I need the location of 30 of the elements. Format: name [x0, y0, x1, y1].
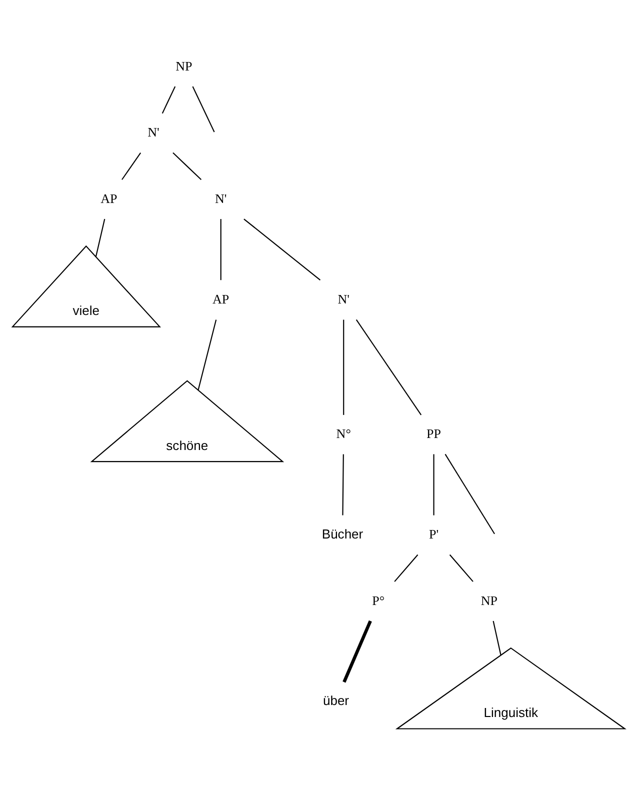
connector — [192, 86, 215, 132]
connector — [95, 218, 106, 257]
connector — [492, 620, 502, 656]
connector — [342, 454, 344, 516]
node-text: über — [322, 693, 350, 708]
connector — [172, 152, 202, 180]
node-text: N' — [214, 190, 227, 206]
connector — [244, 218, 321, 281]
node-text: AP — [100, 190, 118, 206]
connector — [122, 152, 142, 180]
connector — [198, 320, 217, 390]
node-text: Bücher — [322, 526, 364, 542]
connector — [342, 620, 372, 683]
node-text: NP — [176, 58, 192, 74]
connector — [162, 86, 176, 114]
node-text: N° — [336, 426, 351, 442]
node-text: P' — [428, 526, 439, 542]
connector — [356, 319, 422, 416]
node-text: AP — [212, 291, 230, 306]
connector — [394, 554, 418, 582]
node-text: PP — [426, 426, 442, 442]
connector — [220, 219, 222, 280]
connector — [343, 320, 344, 415]
node-text: NP — [480, 592, 498, 608]
node-text: N' — [338, 291, 350, 306]
node-text: N' — [148, 124, 160, 140]
node-text: P° — [372, 592, 385, 608]
connector — [433, 454, 434, 516]
connector — [444, 454, 495, 534]
connector — [449, 554, 474, 582]
